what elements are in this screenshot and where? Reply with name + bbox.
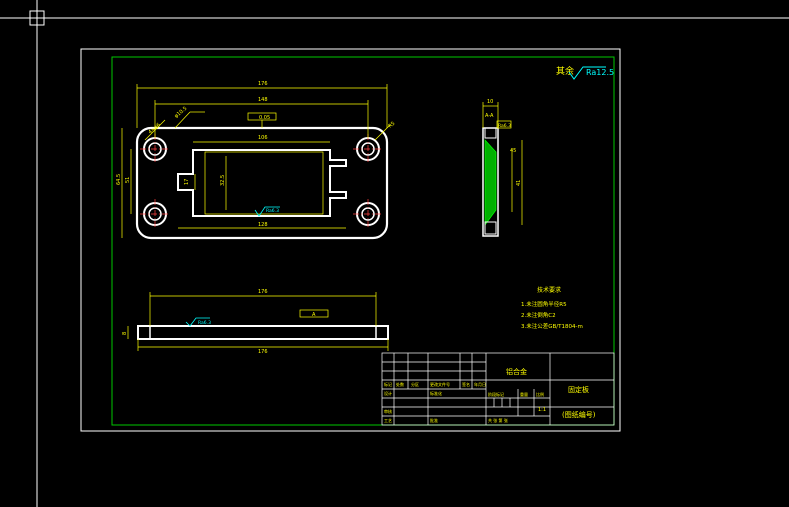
roughness-mark-icon	[254, 206, 280, 217]
tb-label-sheet: 共 张 第 张	[488, 417, 508, 423]
dim-left-height2: 51	[125, 177, 131, 183]
roughness-value: Ra12.5	[586, 68, 614, 77]
roughness-symbol-icon	[568, 66, 606, 80]
dim-hole-dia: φ10.5	[173, 106, 188, 120]
tb-row-design: 设计	[384, 390, 392, 396]
flatness-frame-front	[299, 309, 329, 318]
tb-row-review: 审核	[384, 408, 392, 414]
dim-top-inner: 148	[258, 97, 268, 103]
rough-c: Ra6.3	[198, 320, 211, 326]
tb-header-0: 标记	[384, 381, 392, 387]
dim-slot-w: 17	[184, 179, 190, 185]
sheet-inner-border	[111, 56, 615, 426]
roughness-mark-front-icon	[185, 317, 210, 327]
pocket-outline	[177, 149, 347, 217]
tb-header-5: 年月日	[474, 381, 486, 387]
tech-req-item-1: 1.未注圆角半径R5	[521, 300, 567, 308]
pocket-inner	[204, 151, 324, 215]
title-block	[381, 352, 615, 426]
rough-a: Ra6.3	[266, 208, 279, 214]
dim-bottom-len: 176	[258, 289, 268, 295]
dim-top-overall: 176	[258, 81, 268, 87]
tech-req-item-3: 3.未注公差GB/T1804-m	[521, 322, 583, 330]
side-view: 10 A-A Ra6.3 45 41	[482, 99, 523, 237]
tb-header-1: 处数	[396, 381, 404, 387]
tb-label-stage: 阶段标记	[488, 391, 504, 397]
tb-part-name: 固定板	[568, 385, 589, 394]
title-block-text: 标记 处数 分区 更改文件号 签名 年月日 设计 标准化 审核 工艺 批准 阶段…	[384, 367, 596, 423]
tb-scale: 1:1	[538, 407, 546, 413]
tol-a: A	[312, 312, 316, 318]
tech-requirements: 技术要求 1.未注圆角半径R5 2.未注倒角C2 3.未注公差GB/T1804-…	[521, 286, 583, 330]
dim-left-height: 64.5	[116, 174, 122, 185]
side-mark: A-A	[485, 113, 494, 119]
rough-b: Ra6.3	[498, 123, 511, 129]
dim-slot-h: 32.5	[220, 175, 226, 186]
tb-label-approve: 批准	[430, 417, 438, 423]
dim-side-h2: 41	[516, 180, 522, 186]
dim-slot-len: 106	[258, 135, 268, 141]
dim-side-thk: 10	[487, 99, 493, 105]
dim-side-h1: 45	[510, 148, 516, 154]
side-section-hatch	[484, 139, 497, 227]
dim-bottom-thk: 8	[122, 332, 128, 335]
tb-header-4: 签名	[462, 381, 470, 387]
sheet-outer-border	[80, 48, 621, 432]
tech-req-item-2: 2.未注倒角C2	[521, 311, 556, 319]
tb-row-process: 工艺	[384, 418, 392, 423]
dim-slot-bottom: 128	[258, 222, 268, 228]
tb-label-std: 标准化	[430, 390, 442, 396]
center-lines	[140, 134, 383, 229]
tb-header-2: 分区	[411, 381, 419, 387]
tb-material: 铝合金	[506, 367, 527, 376]
top-dimensions	[121, 84, 391, 238]
front-outline	[137, 325, 389, 340]
front-view: 176 176 8 Ra6.3 A	[122, 289, 389, 355]
roughness-note: 其余	[556, 65, 574, 77]
top-view: 176 148 106 128 φ10.5 4×φ6 R5 64.5 51 32…	[116, 81, 396, 240]
tb-header-3: 更改文件号	[430, 381, 450, 387]
flatness-value: 0.05	[259, 115, 270, 121]
dim-bottom-len2: 176	[258, 349, 268, 355]
tb-drawing-no: (图纸编号)	[562, 410, 596, 419]
tb-label-weight: 重量	[520, 391, 528, 397]
dim-hole-label-right: R5	[387, 121, 396, 130]
tb-label-ratio: 比例	[536, 391, 544, 397]
tech-req-title: 技术要求	[537, 286, 561, 294]
